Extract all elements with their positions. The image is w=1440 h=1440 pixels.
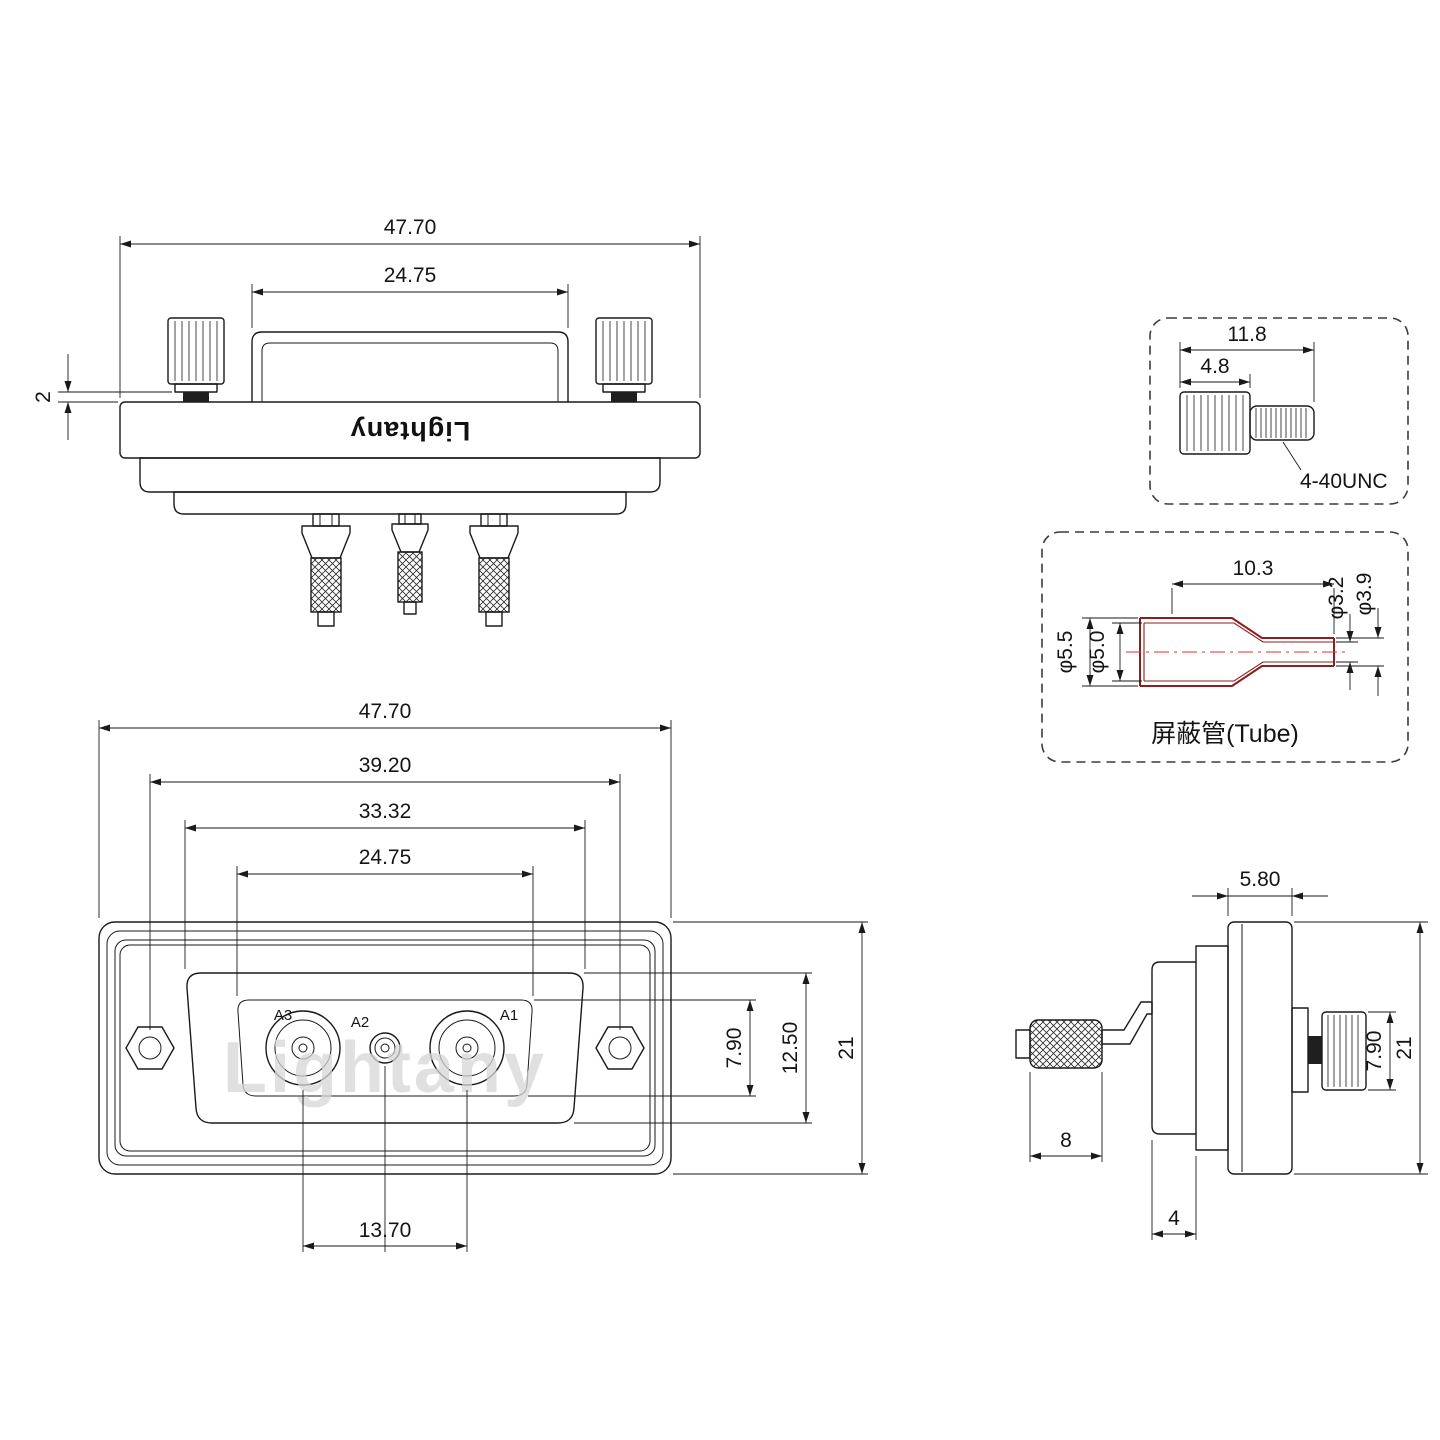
dim-top-overall-width: 47.70 <box>119 216 701 398</box>
dim-tube-large-outer-dia: φ5.5 <box>1054 617 1138 687</box>
dim-label: 39.20 <box>359 754 412 777</box>
tube-caption: 屏蔽管(Tube) <box>1151 720 1299 748</box>
dim-label: φ5.0 <box>1086 631 1109 674</box>
side-thumbscrew-head <box>1321 1011 1367 1091</box>
front-view-drawing: A3 A2 A1 Lightany 47.70 39.20 33.32 <box>98 700 868 1252</box>
dim-tube-large-inner-dia: φ5.0 <box>1086 622 1142 682</box>
hex-nut-left <box>125 1026 175 1070</box>
contact-label-a3: A3 <box>274 1007 292 1024</box>
side-crimp-tail <box>1015 1029 1031 1059</box>
dim-label: 2 <box>32 391 55 403</box>
contact-tail-left <box>301 513 351 627</box>
dim-front-insert-height: 7.90 <box>528 999 756 1097</box>
body-step-1 <box>139 457 661 493</box>
screw-detail-panel: 11.8 4.8 4-40UNC <box>1149 317 1409 505</box>
dim-front-overall-width: 47.70 <box>98 700 672 918</box>
dim-tube-small-outer-dia: φ3.9 <box>1336 573 1384 696</box>
dim-front-insert-width: 24.75 <box>236 846 534 996</box>
dim-label: 8 <box>1060 1129 1072 1152</box>
dim-side-barrel-length: 8 <box>1029 1072 1103 1162</box>
tube-detail-panel: 10.3 φ3.2 φ3.9 φ5.5 <box>1041 531 1409 763</box>
dim-top-flange-thickness: 2 <box>32 354 172 440</box>
contact-tail-right <box>469 513 519 627</box>
coax-contact-a3 <box>265 1010 341 1086</box>
dim-label: 4 <box>1168 1207 1180 1230</box>
dim-label: 5.80 <box>1240 868 1281 891</box>
dim-label: 12.50 <box>779 1022 802 1075</box>
dim-label: 4.8 <box>1200 355 1229 378</box>
detail-border <box>1041 531 1409 763</box>
dim-label: 21 <box>1393 1036 1416 1059</box>
signal-contact-a2 <box>369 1032 401 1064</box>
dim-side-body-depth: 4 <box>1151 1140 1197 1240</box>
dim-tube-small-inner-dia: φ3.2 <box>1325 577 1358 690</box>
dim-tube-length: 10.3 <box>1171 557 1335 634</box>
dim-label: φ5.5 <box>1054 631 1077 674</box>
contact-label-a1: A1 <box>500 1007 518 1024</box>
side-body-step1 <box>1195 945 1229 1151</box>
thumbscrew-right <box>595 317 653 402</box>
watermark-text: Lightany <box>223 1028 547 1108</box>
brand-logo-text: Lightany <box>350 416 471 446</box>
front-insert-window <box>237 999 533 1097</box>
detail-border <box>1149 317 1409 505</box>
dim-label: 7.90 <box>723 1028 746 1069</box>
dim-label: 24.75 <box>384 264 437 287</box>
dim-top-shell-width: 24.75 <box>251 264 569 328</box>
hex-nut-right <box>595 1026 645 1070</box>
coax-contact-a1 <box>429 1010 505 1086</box>
thumbscrew-left <box>167 317 225 402</box>
top-view-drawing: Lightany 47.70 24.75 2 <box>32 216 701 627</box>
dim-side-flange-depth: 5.80 <box>1192 868 1328 916</box>
body-step-2 <box>173 491 627 515</box>
dim-label: 21 <box>835 1036 858 1059</box>
thread-spec-label: 4-40UNC <box>1300 470 1388 493</box>
dim-screw-head-length: 4.8 <box>1180 355 1251 388</box>
dim-label: 7.90 <box>1363 1031 1386 1072</box>
dim-label: φ3.2 <box>1325 577 1348 620</box>
contact-label-a2: A2 <box>351 1014 369 1031</box>
dim-front-mount-spacing: 39.20 <box>149 754 621 1030</box>
tube-drawing <box>1126 617 1348 687</box>
side-body-step2 <box>1151 961 1197 1135</box>
dim-label: φ3.9 <box>1353 573 1376 616</box>
dim-front-shell-width: 33.32 <box>184 800 586 969</box>
side-crimp-barrel <box>1029 1019 1103 1069</box>
dim-side-overall-height: 21 <box>1294 921 1428 1175</box>
dim-front-contact-spacing: 13.70 <box>302 1066 468 1252</box>
side-view-drawing: 5.80 7.90 21 8 4 <box>1015 868 1428 1240</box>
dim-label: 13.70 <box>359 1219 412 1242</box>
shell-inner-outline <box>261 342 559 402</box>
dim-front-shell-height: 12.50 <box>574 972 812 1124</box>
dim-label: 33.32 <box>359 800 412 823</box>
dim-label: 24.75 <box>359 846 412 869</box>
contact-tail-center <box>391 513 429 615</box>
shell-outline <box>251 331 569 403</box>
side-terminal-strap <box>1101 1001 1153 1045</box>
dim-label: 10.3 <box>1233 557 1274 580</box>
screw-drawing <box>1179 391 1315 455</box>
dim-front-overall-height: 21 <box>673 921 868 1175</box>
thread-spec-callout: 4-40UNC <box>1282 441 1388 493</box>
front-shell-trapezoid <box>186 972 584 1124</box>
dim-label: 47.70 <box>384 216 437 239</box>
dim-label: 47.70 <box>359 700 412 723</box>
dim-screw-total-length: 11.8 <box>1179 323 1315 402</box>
dim-side-screw-dia: 7.90 <box>1363 1011 1396 1091</box>
dim-label: 11.8 <box>1227 323 1266 346</box>
side-screw-thread <box>1308 1036 1322 1064</box>
